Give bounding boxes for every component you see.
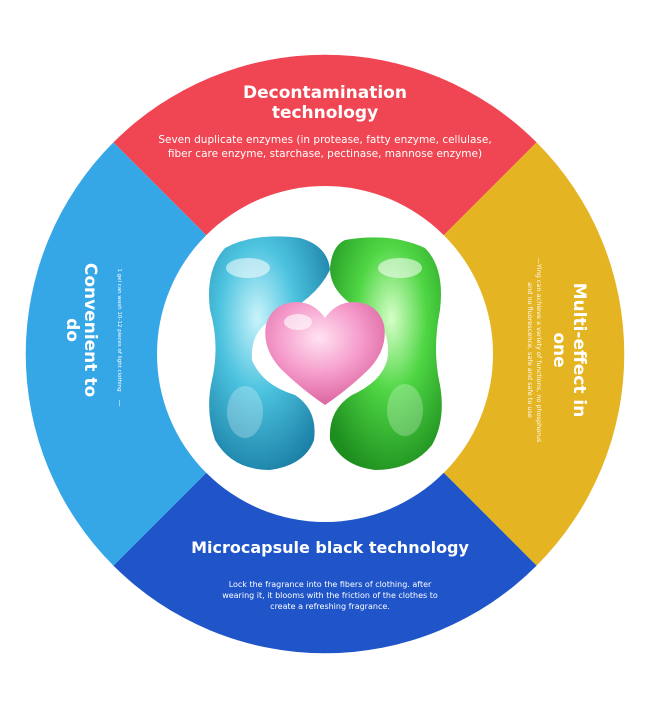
bottom-desc-line2: wearing it, it blooms with the friction …: [222, 591, 438, 600]
bottom-title: Microcapsule black technology: [191, 538, 469, 557]
blue-pod-highlight-lower: [227, 386, 263, 438]
right-title-line2: one: [549, 332, 569, 367]
green-pod-highlight-lower: [387, 384, 423, 436]
pink-heart-highlight: [284, 314, 312, 330]
right-desc-line1: —Ying can achieve a variety of functions…: [535, 258, 543, 443]
bottom-desc-line3: create a refreshing fragrance.: [270, 602, 390, 611]
top-desc-line1: Seven duplicate enzymes (in protease, fa…: [158, 134, 491, 146]
top-title-line1: Decontamination: [243, 83, 407, 103]
right-desc-line2: and no fluorescence, safe and safe to us…: [526, 282, 534, 418]
top-desc-line2: fiber care enzyme, starchase, pectinase,…: [168, 148, 482, 160]
blue-pod-highlight: [226, 258, 270, 278]
green-pod-highlight: [378, 258, 422, 278]
left-desc-line1: 1 gel can wash 10-12 pieces of light clo…: [116, 268, 122, 391]
green-pod-chamber: [329, 237, 442, 470]
right-title-line1: Multi-effect in: [569, 283, 589, 418]
left-desc-dash: —: [116, 400, 124, 407]
blue-pod-chamber: [209, 236, 330, 470]
top-title-line2: technology: [272, 103, 378, 123]
left-title-line1: Convenient to: [80, 263, 100, 397]
laundry-pod-image: [209, 236, 442, 470]
left-title-line2: do: [62, 318, 82, 342]
bottom-desc-line1: Lock the fragrance into the fibers of cl…: [229, 580, 432, 589]
